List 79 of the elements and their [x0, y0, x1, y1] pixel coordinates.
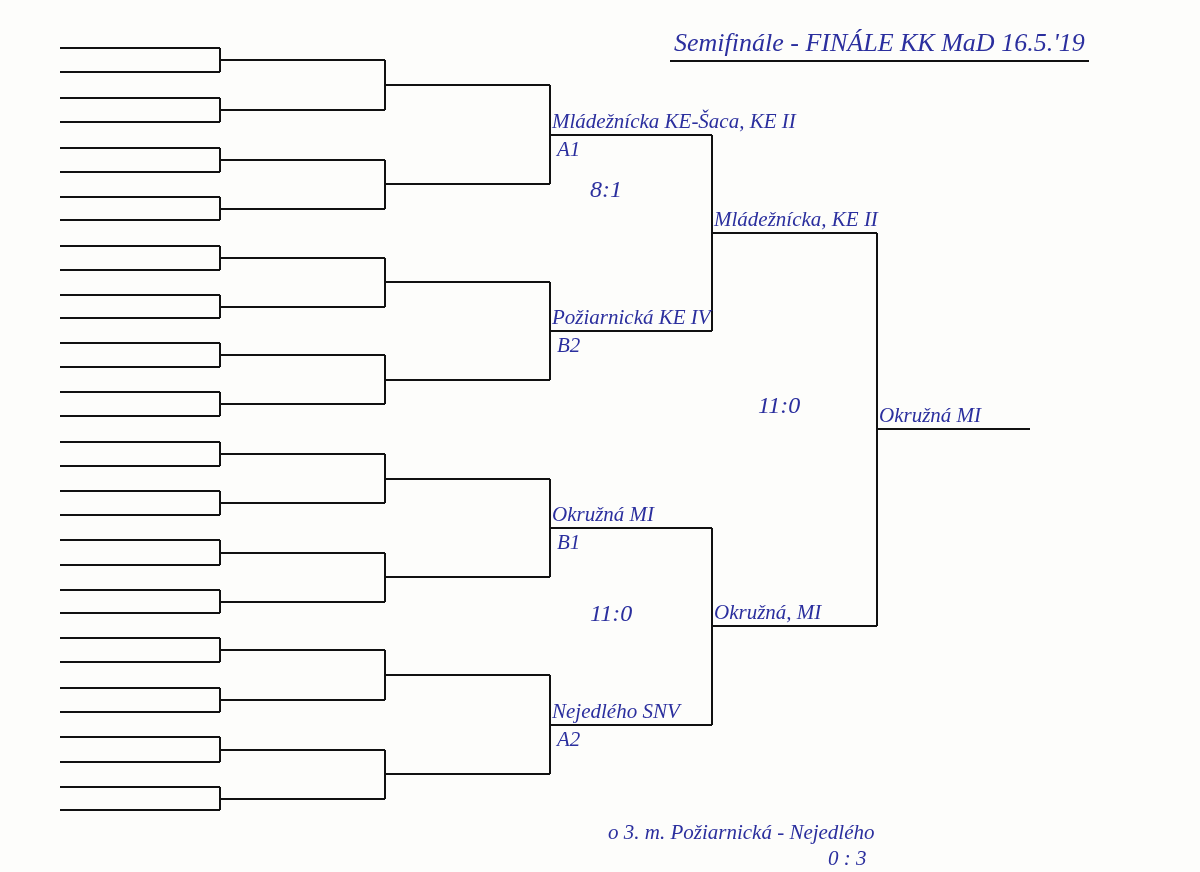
bracket-connector: [384, 379, 386, 405]
bracket-connector: [549, 724, 551, 775]
bracket-connector: [384, 749, 386, 775]
bracket-connector: [384, 159, 386, 185]
bracket-connector: [219, 147, 221, 161]
team-name: Okružná, MI: [713, 599, 823, 625]
bracket-connector: [219, 687, 221, 701]
bracket-connector: [219, 306, 221, 319]
bracket-connector: [876, 428, 878, 627]
bracket-connector: [384, 183, 386, 210]
bracket-connector: [219, 786, 221, 800]
bracket-connector: [711, 134, 713, 234]
bracket-connector: [219, 245, 221, 259]
bracket-connector: [384, 576, 386, 603]
bracket-connector: [219, 453, 221, 467]
bracket-connector: [384, 674, 386, 701]
seed-label: A2: [557, 726, 581, 752]
bracket-connector: [219, 490, 221, 504]
bracket-connector: [384, 453, 386, 480]
bracket-connector: [219, 294, 221, 308]
bracket-connector: [219, 391, 221, 405]
bracket-connector: [549, 330, 551, 381]
bracket-connector: [219, 97, 221, 111]
third-place-note: o 3. m. Požiarnická - Nejedlého: [608, 820, 875, 845]
bracket-connector: [549, 478, 551, 529]
bracket-connector: [219, 649, 221, 663]
score: 8:1: [590, 176, 622, 203]
bracket-connector: [384, 478, 386, 504]
bracket-connector: [384, 773, 386, 800]
bracket-connector: [384, 649, 386, 676]
bracket-connector: [219, 601, 221, 614]
bracket-connector: [219, 589, 221, 603]
bracket-connector: [711, 527, 713, 627]
bracket-connector: [219, 196, 221, 210]
bracket-connector: [219, 47, 221, 61]
team-name: Nejedlého SNV: [551, 698, 683, 724]
bracket-connector: [549, 674, 551, 726]
bracket-connector: [219, 749, 221, 763]
bracket-connector: [219, 502, 221, 516]
score: 11:0: [758, 392, 801, 419]
seed-label: A1: [557, 136, 581, 162]
team-name: Mládežnícka KE-Šaca, KE II: [551, 108, 796, 134]
bracket-connector: [711, 625, 713, 726]
bracket-connector: [219, 441, 221, 455]
bracket-connector: [384, 59, 386, 86]
bracket-connector: [549, 84, 551, 136]
bracket-connector: [219, 257, 221, 271]
bracket-connector: [384, 84, 386, 111]
bracket-connector: [219, 208, 221, 221]
bracket-connector: [219, 552, 221, 566]
bracket-connector: [549, 527, 551, 578]
team-name: Požiarnická KE IV: [551, 304, 712, 330]
bracket-connector: [384, 281, 386, 308]
team-name: Okružná MI: [551, 501, 656, 527]
bracket-connector: [219, 159, 221, 173]
bracket-connector: [219, 403, 221, 417]
bracket-connector: [384, 257, 386, 283]
team-name: Mládežnícka, KE II: [713, 206, 878, 232]
bracket-connector: [219, 637, 221, 651]
score: 11:0: [590, 600, 633, 627]
bracket-connector: [219, 59, 221, 73]
score: 0 : 3: [828, 846, 867, 871]
bracket-connector: [876, 232, 878, 430]
team-name: Okružná MI: [878, 402, 983, 428]
bracket-connector: [384, 354, 386, 381]
bracket-connector: [219, 736, 221, 751]
bracket-connector: [549, 281, 551, 332]
bracket-connector: [219, 539, 221, 554]
seed-label: B2: [557, 332, 581, 358]
bracket-connector: [219, 354, 221, 368]
title: Semifinále - FINÁLE KK MaD 16.5.'19: [670, 28, 1089, 62]
bracket-connector: [711, 232, 713, 332]
bracket-connector: [219, 109, 221, 123]
bracket-connector: [219, 699, 221, 713]
seed-label: B1: [557, 529, 581, 555]
bracket-connector: [219, 798, 221, 811]
bracket-connector: [219, 342, 221, 356]
bracket-connector: [384, 552, 386, 578]
bracket-connector: [549, 134, 551, 185]
